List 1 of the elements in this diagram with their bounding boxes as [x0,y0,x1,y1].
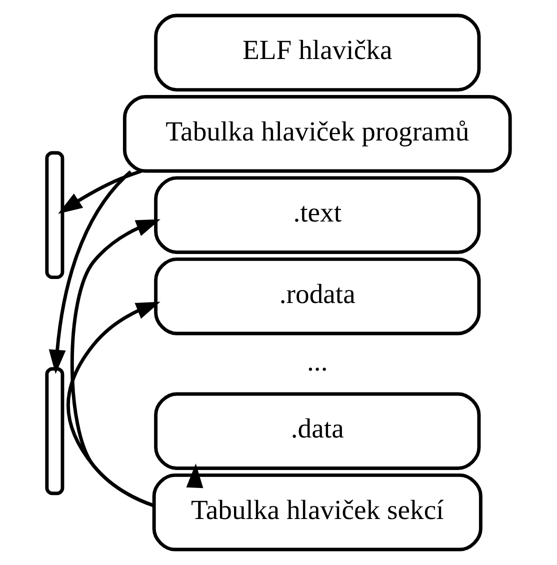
label: ... [307,345,328,376]
